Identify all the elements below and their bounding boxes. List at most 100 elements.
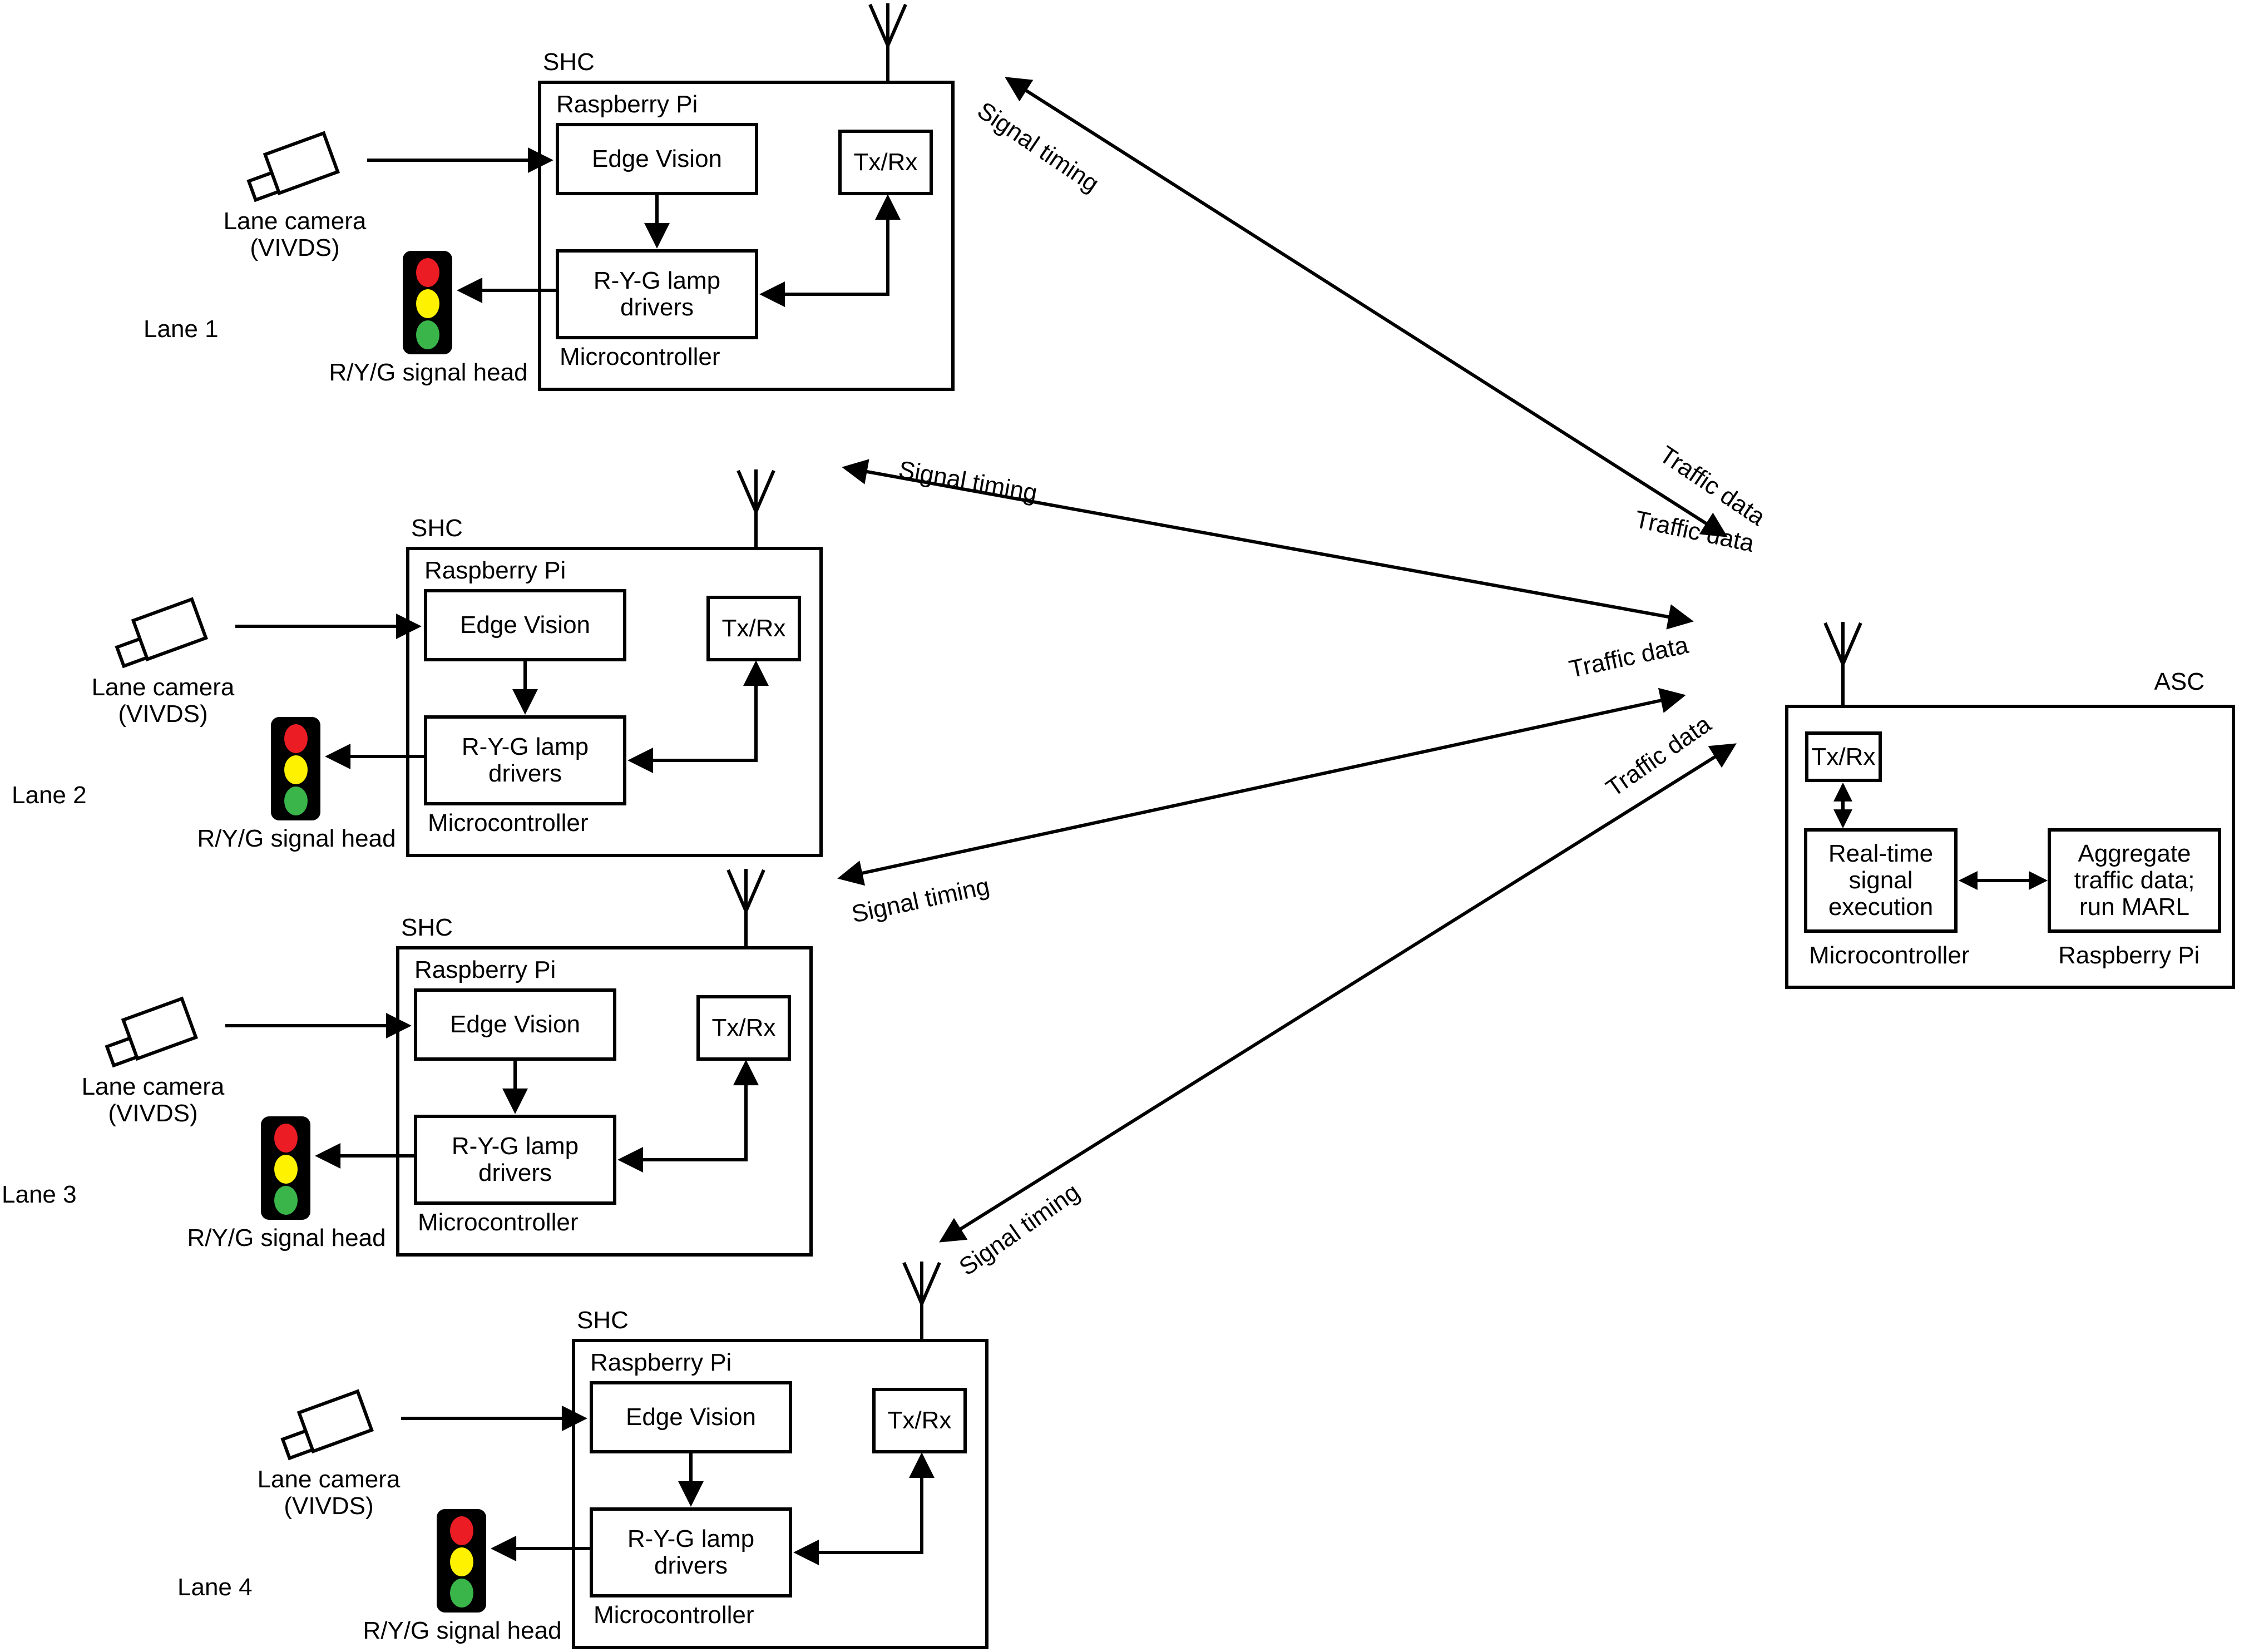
txrx-label: Tx/Rx — [1811, 743, 1876, 770]
wireless-link-shc1-asc — [1005, 77, 1728, 537]
lane-camera-line1: Lane camera — [81, 1073, 225, 1100]
wireless-link-shc3-asc — [837, 687, 1686, 886]
traffic-light-icon — [271, 717, 320, 820]
lane-camera-label: Lane camera (VIVDS) — [47, 1074, 259, 1127]
signal-head-label: R/Y/G signal head — [329, 359, 528, 386]
raspberry-pi-label: Raspberry Pi — [424, 557, 566, 584]
txrx-box — [838, 130, 933, 195]
camera-body — [121, 996, 199, 1061]
green-lamp — [284, 787, 308, 815]
lamp-drivers-label: R-Y-G lamp drivers — [426, 717, 625, 804]
lane-camera-line2: (VIVDS) — [108, 1100, 198, 1127]
raspberry-pi-label: Raspberry Pi — [414, 956, 556, 983]
lane-camera-label: Lane camera (VIVDS) — [223, 1466, 434, 1520]
lane-camera-label: Lane camera (VIVDS) — [189, 208, 401, 261]
aggregate-marl-label: Aggregate traffic data; run MARL — [2049, 830, 2220, 931]
lamp-drivers-line2: drivers — [620, 294, 694, 321]
txrx-label: Tx/Rx — [721, 615, 786, 642]
red-lamp — [284, 724, 308, 753]
red-lamp — [416, 258, 439, 287]
lamp-drivers-label: R-Y-G lamp drivers — [416, 1116, 615, 1203]
asc-raspberry-pi-label: Raspberry Pi — [2058, 942, 2200, 969]
lamp-drivers-line1: R-Y-G lamp — [593, 267, 721, 294]
camera-icon — [280, 1389, 374, 1461]
camera-body — [263, 131, 340, 196]
wireless-link-shc2-asc — [842, 459, 1694, 630]
lamp-drivers-line2: drivers — [478, 1159, 552, 1186]
green-lamp — [274, 1186, 298, 1215]
raspberry-pi-label: Raspberry Pi — [556, 91, 698, 118]
lane-camera-label: Lane camera (VIVDS) — [57, 674, 269, 728]
shc-title: SHC — [411, 515, 463, 542]
txrx-label: Tx/Rx — [853, 149, 918, 176]
lamp-drivers-line1: R-Y-G lamp — [627, 1525, 755, 1552]
traffic-light-icon — [403, 251, 452, 354]
txrx-label: Tx/Rx — [711, 1014, 776, 1041]
lane-label: Lane 3 — [2, 1181, 77, 1208]
lamp-drivers-box — [590, 1507, 792, 1597]
microcontroller-label: Microcontroller — [560, 343, 720, 370]
shc-title: SHC — [401, 914, 453, 941]
lamp-drivers-label: R-Y-G lamp drivers — [557, 251, 757, 338]
edge-vision-label: Edge Vision — [591, 145, 723, 172]
shc-title: SHC — [577, 1307, 629, 1334]
txrx-label: Tx/Rx — [887, 1407, 952, 1434]
raspberry-pi-label: Raspberry Pi — [590, 1349, 732, 1376]
lamp-drivers-line2: drivers — [654, 1552, 728, 1579]
aggregate-line1: Aggregate — [2078, 840, 2191, 867]
camera-body — [296, 1389, 374, 1454]
edge-vision-box — [556, 123, 758, 195]
txrx-drivers-link-arrow — [759, 194, 901, 307]
wireless-link-shc4-asc — [939, 743, 1737, 1243]
realtime-line2: signal — [1848, 867, 1913, 894]
edge-vision-label: Edge Vision — [449, 1011, 581, 1038]
microcontroller-label: Microcontroller — [428, 809, 589, 837]
lamp-drivers-box — [414, 1115, 616, 1205]
lamp-drivers-line2: drivers — [488, 760, 562, 787]
lane-label: Lane 1 — [144, 315, 219, 343]
lane-label: Lane 4 — [177, 1574, 253, 1601]
camera-body — [131, 597, 209, 662]
shc-unit-4 — [280, 1262, 988, 1649]
signal-head-label: R/Y/G signal head — [187, 1224, 386, 1252]
microcontroller-label: Microcontroller — [418, 1209, 579, 1236]
camera-icon — [105, 996, 199, 1068]
lane-camera-line2: (VIVDS) — [250, 234, 340, 261]
traffic-light-icon — [261, 1116, 310, 1220]
edge-vision-box — [424, 589, 626, 661]
txrx-drivers-link-arrow — [627, 660, 769, 773]
aggregate-line2: traffic data; — [2074, 867, 2195, 894]
lamp-drivers-box — [556, 249, 758, 339]
traffic-light-icon — [437, 1509, 486, 1613]
yellow-lamp — [416, 289, 439, 318]
lamp-drivers-label: R-Y-G lamp drivers — [591, 1509, 790, 1596]
lane-camera-line1: Lane camera — [223, 207, 367, 235]
yellow-lamp — [274, 1155, 298, 1184]
txrx-drivers-link-arrow — [617, 1060, 759, 1173]
lamp-drivers-line1: R-Y-G lamp — [451, 1132, 579, 1160]
realtime-execution-label: Real-time signal execution — [1806, 830, 1956, 931]
edge-vision-box — [414, 988, 616, 1061]
aggregate-line3: run MARL — [2079, 893, 2190, 921]
green-lamp — [416, 320, 439, 349]
microcontroller-label: Microcontroller — [594, 1601, 754, 1629]
green-lamp — [450, 1579, 473, 1608]
shc-unit-3 — [105, 869, 813, 1257]
realtime-line3: execution — [1828, 893, 1934, 921]
asc-microcontroller-label: Microcontroller — [1809, 942, 1970, 969]
lamp-drivers-line1: R-Y-G lamp — [461, 733, 589, 760]
realtime-line1: Real-time — [1828, 840, 1934, 867]
camera-icon — [115, 597, 209, 669]
asc-title: ASC — [2154, 668, 2205, 695]
txrx-box — [696, 995, 791, 1061]
lane-label: Lane 2 — [12, 782, 87, 809]
lane-camera-line1: Lane camera — [91, 674, 235, 701]
edge-vision-label: Edge Vision — [625, 1403, 757, 1431]
red-lamp — [274, 1124, 298, 1153]
shc-unit-2 — [115, 469, 823, 857]
asc-unit — [1785, 622, 2235, 989]
yellow-lamp — [450, 1547, 473, 1576]
shc-title: SHC — [543, 48, 595, 76]
